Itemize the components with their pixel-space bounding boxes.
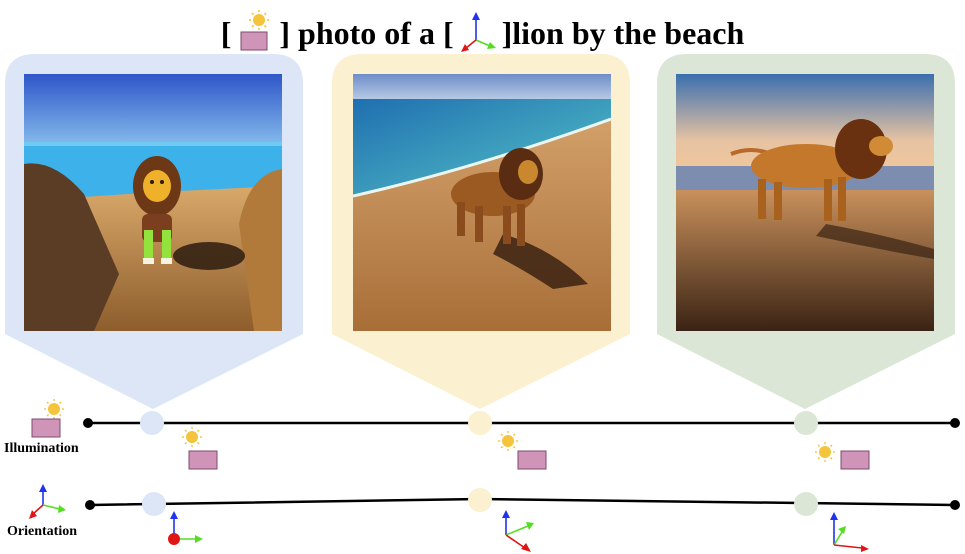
orientation-track-end (950, 500, 960, 510)
panel-2 (332, 54, 630, 409)
illumination-legend-icon (31, 399, 64, 438)
orientation-marker-1 (168, 511, 203, 545)
illumination-node-2 (468, 411, 492, 435)
illumination-marker-1 (182, 427, 218, 470)
orientation-node-2 (468, 488, 492, 512)
block-icon (188, 450, 218, 470)
sun-icon (182, 427, 202, 447)
illumination-node-1 (140, 411, 164, 435)
orientation-track-start (85, 500, 95, 510)
sun-icon (498, 431, 518, 451)
illumination-node-3 (794, 411, 818, 435)
title: [ ] photo of a [ (0, 8, 965, 58)
sun-icon (249, 10, 270, 30)
illumination-marker-3 (815, 442, 870, 470)
lion-figure-3 (730, 119, 893, 221)
lion-figure-1 (133, 156, 181, 264)
photo-lion-profile-sunset-beach (676, 74, 934, 331)
lion-figure-2 (451, 148, 543, 246)
block-icon (840, 450, 870, 470)
block-icon (517, 450, 547, 470)
orientation-node-1 (142, 492, 166, 516)
title-bracket-open: [ (220, 14, 232, 51)
orientation-track (85, 488, 960, 516)
panel-1 (5, 54, 303, 409)
illumination-token-icon (233, 10, 277, 56)
orientation-legend-icon (29, 484, 66, 519)
photo-lion-front-facing-sandy-cliff (24, 74, 282, 331)
block-icon (31, 418, 61, 438)
sun-icon (44, 399, 64, 419)
orientation-marker-3 (830, 512, 869, 552)
orientation-label: Orientation (7, 524, 77, 539)
orientation-marker-2 (502, 510, 534, 552)
block-icon (240, 31, 268, 51)
orientation-token-icon (456, 10, 500, 56)
illumination-label: Illumination (4, 441, 79, 456)
illumination-marker-2 (498, 431, 547, 470)
illumination-track-start (83, 418, 93, 428)
title-suffix: ]lion by the beach (501, 14, 745, 51)
illumination-track-end (950, 418, 960, 428)
orientation-node-3 (794, 492, 818, 516)
photo-lion-side-walking-shoreline (353, 74, 611, 331)
panel-3 (657, 54, 955, 409)
title-middle: ] photo of a [ (279, 14, 454, 51)
sun-icon (815, 442, 835, 462)
illumination-track (83, 411, 960, 435)
